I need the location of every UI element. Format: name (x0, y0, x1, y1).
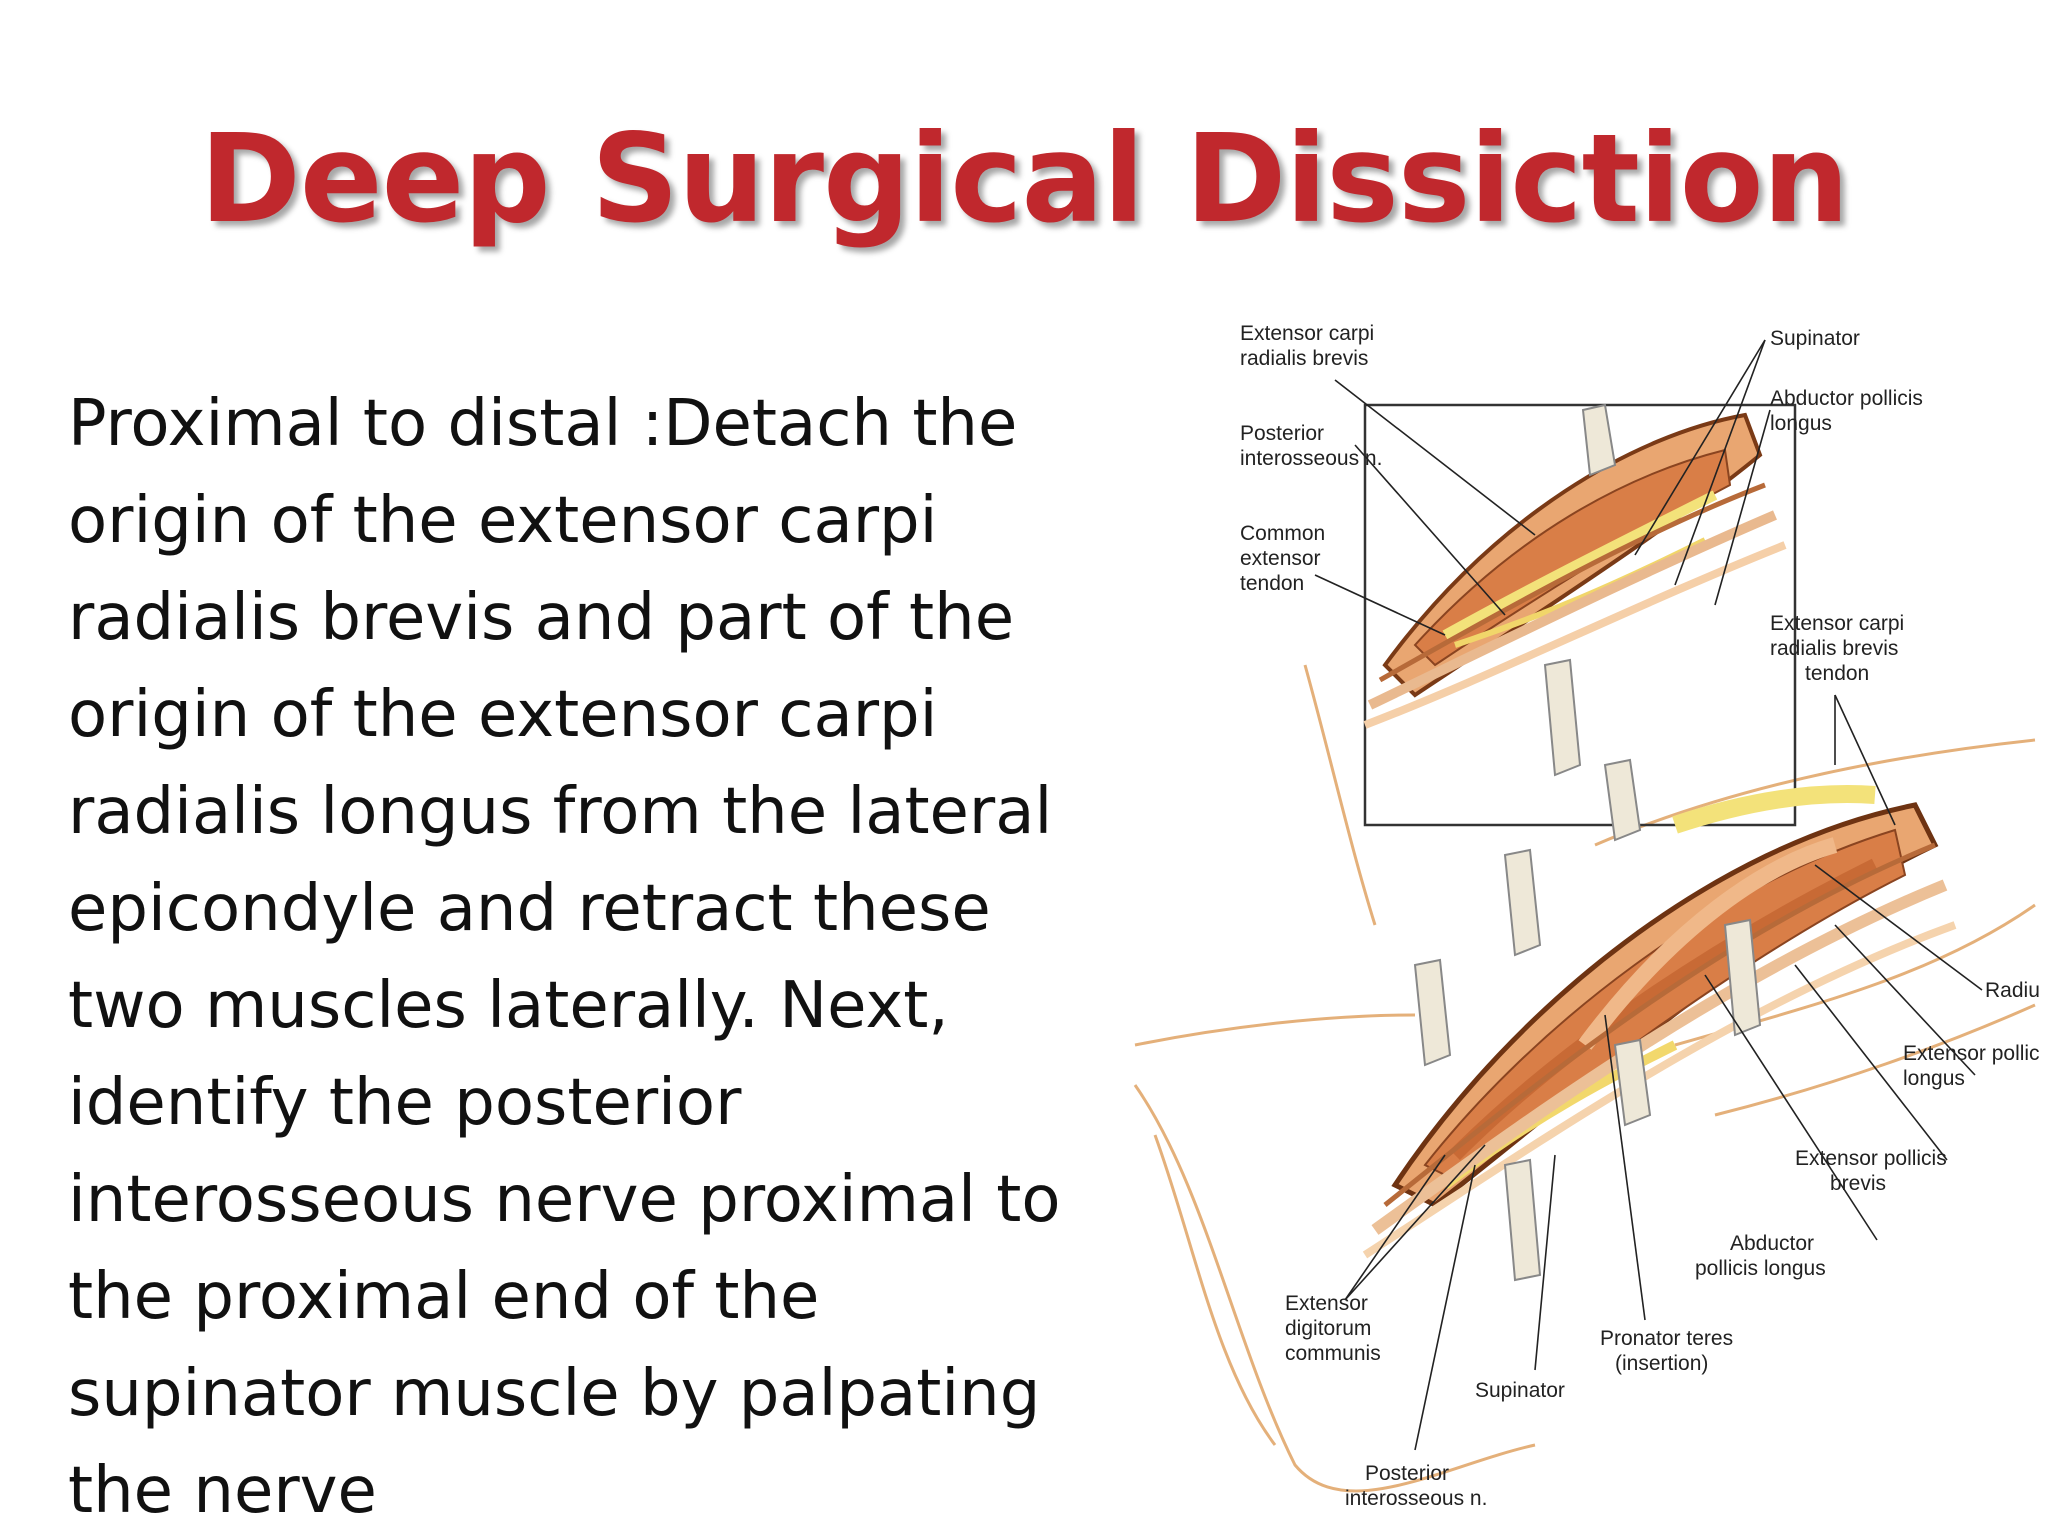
label-pronator-teres: (insertion) (1615, 1352, 1708, 1375)
body-line: two muscles laterally. Next, (68, 969, 949, 1043)
label-pin-bottom: Posterior (1365, 1462, 1449, 1485)
body-line: Proximal to distal :Detach the (68, 387, 1018, 461)
label-cet: tendon (1240, 572, 1304, 595)
label-epb: brevis (1830, 1172, 1886, 1195)
label-apl-top: longus (1770, 412, 1832, 435)
body-line: identify the posterior (68, 1066, 742, 1140)
label-pin: interosseous n. (1240, 447, 1382, 470)
body-line: origin of the extensor carpi (68, 484, 938, 558)
upper-dissection (1363, 403, 1787, 777)
label-ecrb: radialis brevis (1240, 347, 1368, 370)
body-line: epicondyle and retract these (68, 872, 991, 946)
label-apl-top: Abductor pollicis (1770, 387, 1923, 410)
body-line: the proximal end of the (68, 1260, 820, 1334)
leader-lines (1314, 339, 1983, 1451)
label-pronator-teres: Pronator teres (1600, 1327, 1733, 1350)
label-pin-bottom: interosseous n. (1345, 1487, 1487, 1510)
body-line: radialis brevis and part of the (68, 581, 1015, 655)
label-epb: Extensor pollicis (1795, 1147, 1947, 1170)
lower-dissection (1362, 758, 1957, 1282)
figure-labels: Extensor carpi radialis brevis Posterior… (1240, 322, 2040, 1510)
label-ecrb-tendon: radialis brevis (1770, 637, 1898, 660)
label-epl: Extensor pollicis (1903, 1042, 2040, 1065)
label-edc: Extensor (1285, 1292, 1368, 1315)
slide-title: Deep Surgical Dissiction (199, 108, 1850, 250)
label-apl-bottom: pollicis longus (1695, 1257, 1826, 1280)
label-cet: extensor (1240, 547, 1321, 570)
inset-frame (1363, 403, 1797, 827)
label-pin: Posterior (1240, 422, 1324, 445)
label-cet: Common (1240, 522, 1325, 545)
anatomy-illustration: Extensor carpi radialis brevis Posterior… (1133, 322, 2040, 1510)
label-edc: communis (1285, 1342, 1381, 1365)
label-ecrb: Extensor carpi (1240, 322, 1374, 345)
body-line: origin of the extensor carpi (68, 678, 938, 752)
label-supinator-bottom: Supinator (1475, 1379, 1565, 1402)
label-edc: digitorum (1285, 1317, 1371, 1340)
label-supinator-top: Supinator (1770, 327, 1860, 350)
label-apl-bottom: Abductor (1730, 1232, 1814, 1255)
body-line: radialis longus from the lateral (68, 775, 1053, 849)
body-line: interosseous nerve proximal to (68, 1163, 1061, 1237)
body-line: supinator muscle by palpating (68, 1357, 1041, 1431)
label-radius: Radius (1985, 979, 2040, 1002)
body-text: Proximal to distal :Detach the origin of… (68, 376, 1118, 1540)
label-ecrb-tendon: tendon (1805, 662, 1869, 685)
label-epl: longus (1903, 1067, 1965, 1090)
body-line: the nerve (68, 1454, 377, 1528)
label-ecrb-tendon: Extensor carpi (1770, 612, 1904, 635)
